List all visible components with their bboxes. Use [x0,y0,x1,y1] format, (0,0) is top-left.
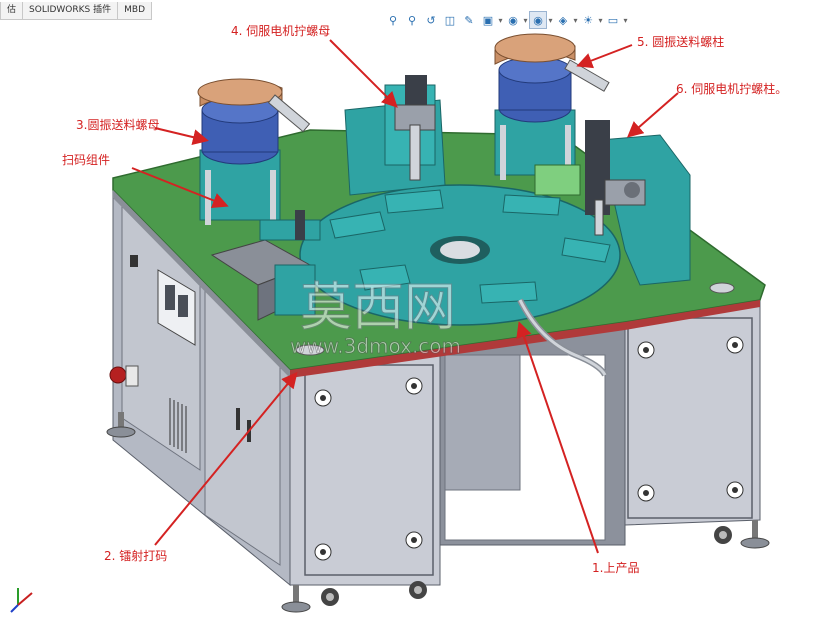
zoom-area-icon[interactable]: ⚲ [407,13,417,27]
view-orientation-triad-icon [10,588,33,613]
laser-marking-scan-unit [210,210,321,321]
watermark-name: 莫西网 [300,278,456,338]
callout-servo-nut-tightening: 4. 伺服电机拧螺母 [231,24,331,38]
stud-vibratory-bowl-feeder [494,33,610,180]
display-style-icon[interactable]: ◉ [508,13,518,27]
dropdown-arrow-icon[interactable]: ▾ [573,15,578,25]
hide-show-icon[interactable]: ◉ [529,11,547,29]
rotary-turntable [299,184,621,326]
dynamic-annotation-icon[interactable]: ✎ [464,13,474,27]
previous-view-icon[interactable]: ↺ [426,13,436,27]
zoom-to-fit-icon[interactable]: ⚲ [388,13,398,27]
servo-stud-tightening-station [534,120,691,286]
edit-appearance-icon[interactable]: ◈ [558,13,568,27]
callout-laser-marking: 2. 镭射打码 [104,549,168,563]
callout-arrows [131,39,679,554]
watermark-url: www.3dmox.com [290,334,461,358]
tab-mbd[interactable]: MBD [117,2,152,20]
apply-scene-icon[interactable]: ☀ [583,13,593,27]
view-settings-icon[interactable]: ▭ [607,13,619,27]
caster-feet [106,412,770,613]
callout-scan-assembly: 扫码组件 [62,153,111,167]
servo-nut-tightening-station [344,75,446,196]
dropdown-arrow-icon[interactable]: ▾ [548,15,553,25]
dropdown-arrow-icon[interactable]: ▾ [623,15,628,25]
heads-up-view-toolbar: ⚲ ⚲ ↺ ◫ ✎ ▣ ▾ ◉ ▾ ◉ ▾ ◈ ▾ ☀ ▾ ▭ ▾ [384,10,628,30]
dropdown-arrow-icon[interactable]: ▾ [523,15,528,25]
command-tab-bar: 估 SOLIDWORKS 插件 MBD [0,0,835,22]
callout-load-product: 1.上产品 [592,561,640,575]
callout-nut-bowl-feeder: 3.圆振送料螺母 [76,118,160,132]
dropdown-arrow-icon[interactable]: ▾ [498,15,503,25]
callout-stud-bowl-feeder: 5. 圆振送料螺柱 [637,35,725,49]
view-orientation-icon[interactable]: ▣ [482,13,494,27]
callout-servo-stud-tightening: 6. 伺服电机拧螺柱。 [676,82,788,96]
section-view-icon[interactable]: ◫ [444,13,456,27]
dropdown-arrow-icon[interactable]: ▾ [598,15,603,25]
site-watermark: 莫西网 www.3dmox.com [290,278,462,359]
machine-cabinet [109,189,761,587]
